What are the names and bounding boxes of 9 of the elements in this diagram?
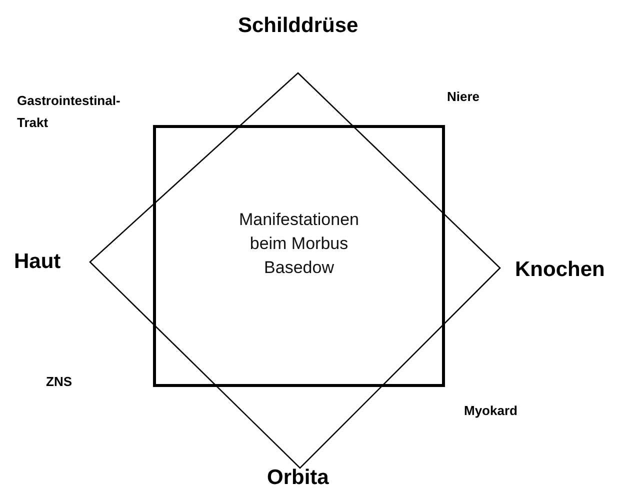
corner-label: Niere [447,89,480,104]
vertex-label: Haut [14,250,61,274]
center-title: Manifestationen beim Morbus Basedow [238,209,360,279]
corner-label: Gastrointestinal-Trakt [17,92,122,132]
corner-label: Myokard [464,403,518,418]
vertex-label: Schilddrüse [238,14,358,38]
vertex-label: Orbita [267,466,329,490]
corner-label: ZNS [46,374,72,389]
vertex-label: Knochen [515,258,605,282]
